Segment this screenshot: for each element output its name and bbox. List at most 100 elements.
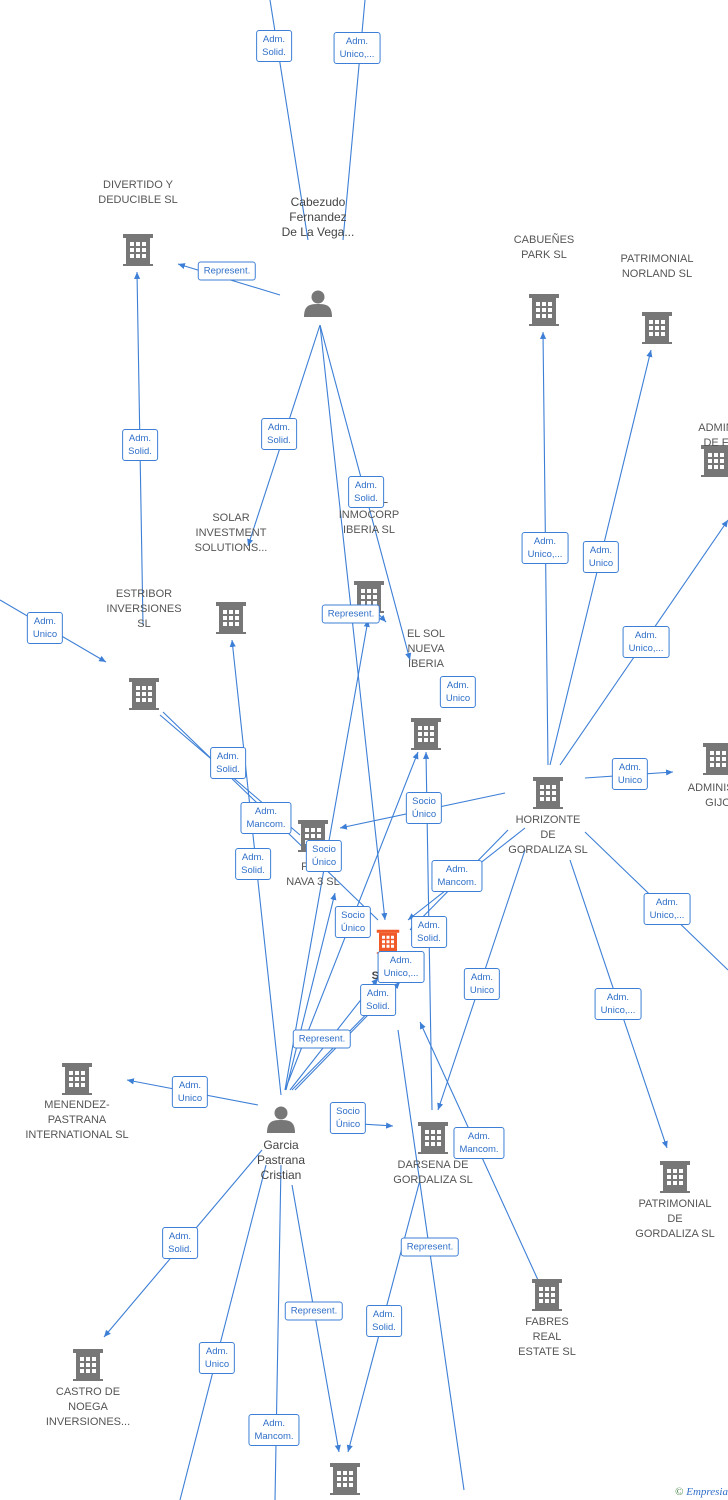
relation-label[interactable]: Adm. Solid. bbox=[122, 429, 158, 461]
label-line: Cristian bbox=[260, 1168, 302, 1182]
relation-label[interactable]: Adm. Unico,... bbox=[521, 532, 569, 564]
label-line: IBERIA bbox=[407, 658, 445, 670]
edge-line bbox=[397, 1029, 465, 1491]
label-line: NAVA 3 SL bbox=[286, 876, 340, 888]
label-line: De La Vega... bbox=[281, 225, 355, 239]
person-icon[interactable] bbox=[267, 1106, 295, 1134]
relation-label[interactable]: Adm. Solid. bbox=[261, 418, 297, 450]
building-icon[interactable] bbox=[216, 602, 246, 634]
relation-label[interactable]: Adm. Mancom. bbox=[453, 1127, 505, 1159]
edge-line bbox=[274, 1164, 282, 1500]
building-icon[interactable] bbox=[73, 1349, 103, 1381]
building-icon[interactable] bbox=[703, 743, 728, 775]
relation-label[interactable]: Adm. Unico bbox=[198, 1342, 236, 1374]
relation-label[interactable]: Adm. Mancom. bbox=[248, 1414, 300, 1446]
relation-label[interactable]: Adm. Unico,... bbox=[377, 951, 425, 983]
label-line: DE bbox=[667, 1213, 683, 1225]
label-line: IBERIA SL bbox=[343, 524, 395, 536]
footer: © Empresia bbox=[675, 1486, 728, 1498]
label-line: ADMIN bbox=[698, 422, 728, 434]
relation-label[interactable]: Socio Único bbox=[329, 1102, 367, 1134]
relation-label[interactable]: Adm. Mancom. bbox=[240, 802, 292, 834]
relation-label[interactable]: Represent. bbox=[284, 1301, 344, 1321]
relation-label[interactable]: Socio Único bbox=[405, 792, 443, 824]
label-line: MENENDEZ- bbox=[44, 1099, 110, 1111]
edge-line bbox=[285, 892, 337, 1091]
relation-label[interactable]: Adm. Unico,... bbox=[643, 893, 691, 925]
label-line: SOLUTIONS... bbox=[194, 542, 268, 554]
label-line: ESTATE SL bbox=[518, 1346, 576, 1358]
relation-label[interactable]: Adm. Solid. bbox=[366, 1305, 402, 1337]
building-icon[interactable] bbox=[123, 234, 153, 266]
relation-label[interactable]: Adm. Solid. bbox=[360, 984, 396, 1016]
relation-label[interactable]: Adm. Solid. bbox=[162, 1227, 198, 1259]
label-line: DIVERTIDO Y bbox=[103, 179, 173, 191]
label-line: NUEVA bbox=[407, 643, 445, 655]
relation-label[interactable]: Socio Único bbox=[305, 840, 343, 872]
relation-label[interactable]: Adm. Unico bbox=[26, 612, 64, 644]
brand-logo[interactable]: Empresia bbox=[686, 1486, 728, 1498]
building-icon[interactable] bbox=[532, 1279, 562, 1311]
label-line: SOLAR bbox=[212, 512, 250, 524]
building-icon[interactable] bbox=[62, 1063, 92, 1095]
building-icon[interactable] bbox=[411, 718, 441, 750]
relation-label[interactable]: Adm. Solid. bbox=[210, 747, 246, 779]
building-icon[interactable] bbox=[660, 1161, 690, 1193]
building-icon[interactable] bbox=[533, 777, 563, 809]
label-line: FABRES bbox=[525, 1316, 569, 1328]
relation-label[interactable]: Represent. bbox=[321, 604, 381, 624]
company-label[interactable]: SOLAR INVESTMENT SOLUTIONS... bbox=[195, 511, 268, 556]
building-icon[interactable] bbox=[129, 678, 159, 710]
relation-label[interactable]: Adm. Unico bbox=[582, 541, 620, 573]
relation-label[interactable]: Socio Único bbox=[334, 906, 372, 938]
relation-label[interactable]: Adm. Unico,... bbox=[594, 988, 642, 1020]
relation-label[interactable]: Adm. Unico,... bbox=[333, 32, 381, 64]
label-line: INMOCORP bbox=[338, 509, 400, 521]
relation-label[interactable]: Adm. Mancom. bbox=[431, 860, 483, 892]
label-line: PARK SL bbox=[521, 249, 567, 261]
label-line: NORLAND SL bbox=[621, 268, 693, 280]
company-label[interactable]: ADMINISTRGIJO bbox=[688, 781, 728, 811]
relation-label[interactable]: Represent. bbox=[292, 1029, 352, 1049]
relation-label[interactable]: Adm. Solid. bbox=[235, 848, 271, 880]
relation-label[interactable]: Represent. bbox=[197, 261, 257, 281]
label-line: NOEGA bbox=[68, 1401, 108, 1413]
label-line: DE bbox=[540, 829, 556, 841]
building-icon[interactable] bbox=[642, 312, 672, 344]
relation-label[interactable]: Adm. Solid. bbox=[256, 30, 292, 62]
relation-label[interactable]: Represent. bbox=[400, 1237, 460, 1257]
building-icon[interactable] bbox=[418, 1122, 448, 1154]
label-line: INVESTMENT bbox=[195, 527, 267, 539]
relation-label[interactable]: Adm. Solid. bbox=[348, 476, 384, 508]
company-label[interactable]: ADMINDE F bbox=[698, 421, 728, 451]
copyright-symbol: © bbox=[675, 1486, 684, 1498]
relation-label[interactable]: Adm. Unico bbox=[463, 968, 501, 1000]
label-line: GORDALIZA SL bbox=[635, 1228, 715, 1240]
label-line: GORDALIZA SL bbox=[393, 1174, 473, 1186]
label-line: EL SOL bbox=[406, 628, 446, 640]
relation-label[interactable]: Adm. Unico,... bbox=[622, 626, 670, 658]
relation-label[interactable]: Adm. Unico bbox=[439, 676, 477, 708]
relation-label[interactable]: Adm. Unico bbox=[171, 1076, 209, 1108]
person-icon[interactable] bbox=[304, 290, 332, 318]
building-icon[interactable] bbox=[330, 1463, 360, 1495]
building-icon[interactable] bbox=[529, 294, 559, 326]
company-label[interactable]: EL SOL NUEVA IBERIA bbox=[407, 627, 445, 672]
relation-label[interactable]: Adm. Solid. bbox=[411, 916, 447, 948]
label-line: Fernandez bbox=[289, 210, 347, 224]
relation-label[interactable]: Adm. Unico bbox=[611, 758, 649, 790]
